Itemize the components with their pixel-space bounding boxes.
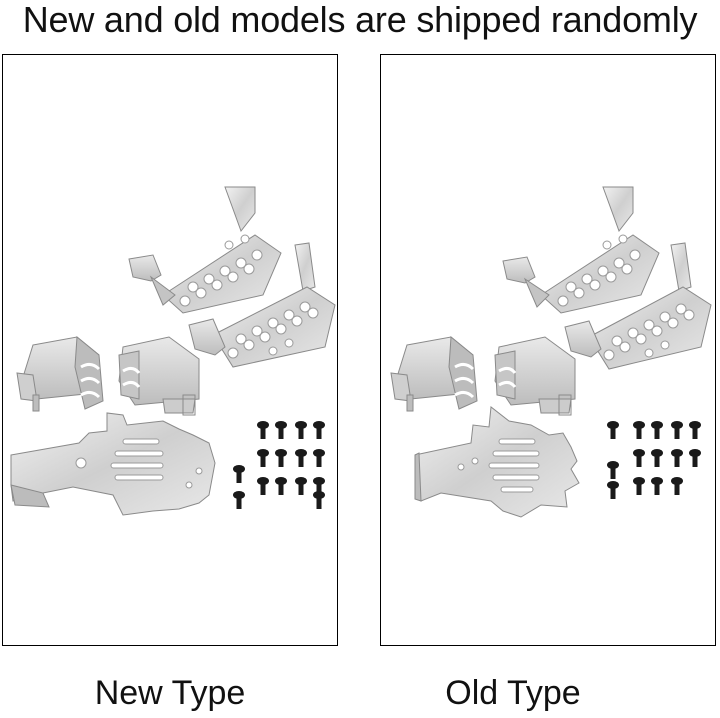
screw: [295, 421, 307, 439]
axle-guard-left: [390, 335, 478, 412]
screw: [689, 449, 701, 467]
old-type-panel: [380, 54, 716, 646]
side-skid-plate-upper: [128, 186, 282, 314]
side-skid-plate-upper: [502, 186, 660, 314]
screw: [233, 465, 245, 483]
screw: [633, 421, 645, 439]
screw: [295, 449, 307, 467]
screw: [313, 477, 325, 495]
screw: [257, 421, 269, 439]
screw: [295, 477, 307, 495]
headline: New and old models are shipped randomly: [22, 0, 698, 40]
screw: [607, 421, 619, 439]
mounting-screws: [233, 421, 325, 509]
mounting-screws: [607, 421, 701, 499]
screw: [651, 421, 663, 439]
side-skid-plate-lower: [188, 242, 336, 368]
screw: [313, 491, 325, 509]
screw: [233, 491, 245, 509]
center-skid-plate: [10, 412, 216, 516]
screw: [275, 421, 287, 439]
screw: [275, 449, 287, 467]
screw: [633, 449, 645, 467]
screw: [651, 449, 663, 467]
screw: [607, 481, 619, 499]
new-type-caption: New Type: [94, 674, 246, 712]
axle-guard-left: [16, 335, 104, 412]
screw: [671, 421, 683, 439]
screw: [633, 477, 645, 495]
screw: [257, 477, 269, 495]
axle-guard-right: [118, 336, 200, 416]
screw: [651, 477, 663, 495]
screw: [275, 477, 287, 495]
screw: [689, 421, 701, 439]
screw: [257, 449, 269, 467]
new-type-product-image: [10, 186, 336, 516]
old-type-caption: Old Type: [445, 674, 581, 712]
screw: [671, 477, 683, 495]
screw: [313, 421, 325, 439]
center-skid-plate: [414, 406, 580, 518]
axle-guard-right: [494, 336, 576, 416]
screw: [607, 461, 619, 479]
old-type-product-image: [390, 186, 712, 518]
new-type-panel: [2, 54, 338, 646]
screw: [671, 449, 683, 467]
side-skid-plate-lower: [564, 242, 712, 370]
screw: [313, 449, 325, 467]
